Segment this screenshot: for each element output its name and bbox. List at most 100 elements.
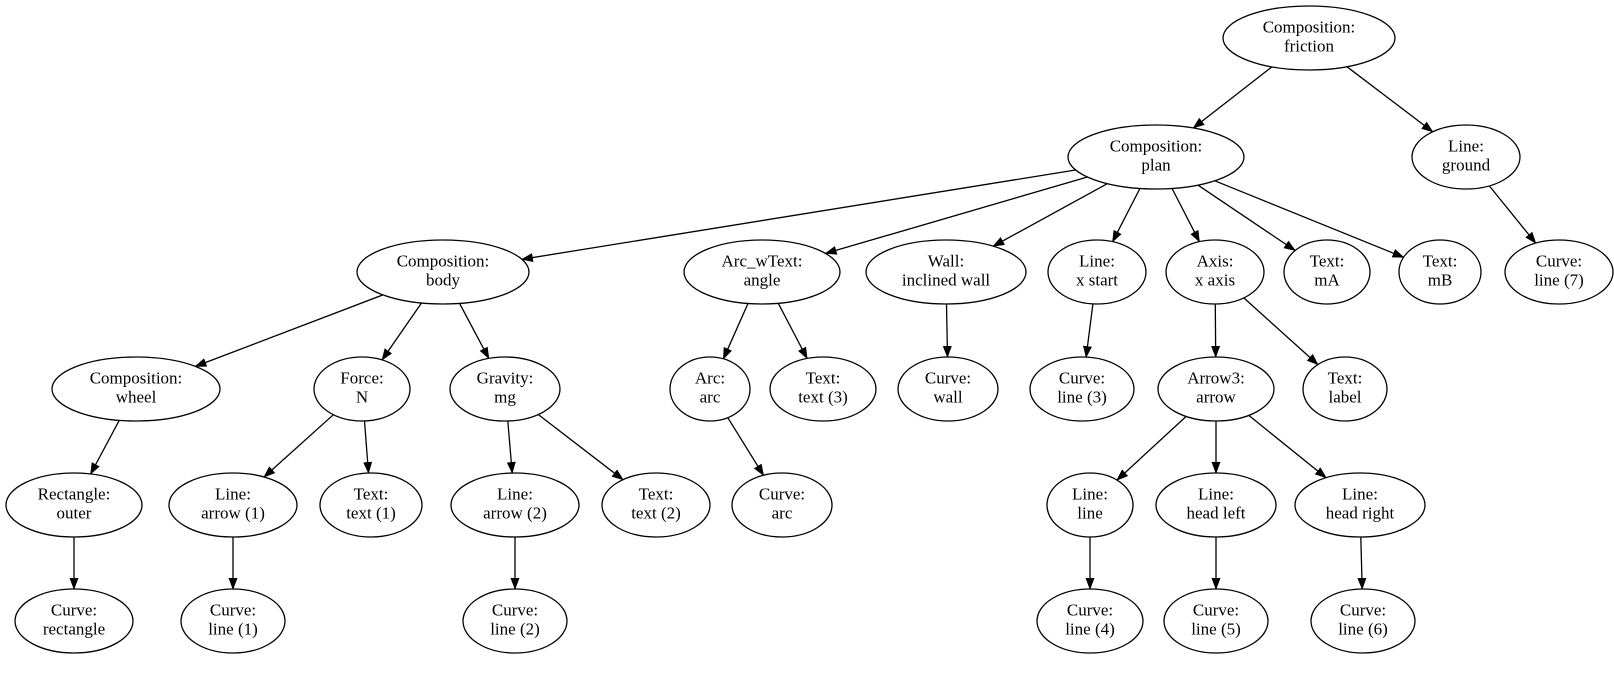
node-curve-rectangle: Curve:rectangle — [14, 588, 134, 654]
node-composition-plan: Composition:plan — [1067, 124, 1245, 190]
node-label: Curve:line (5) — [1191, 601, 1241, 639]
node-arc-arc: Arc:arc — [669, 356, 751, 422]
node-axis-x-axis: Axis:x axis — [1165, 239, 1265, 305]
node-curve-line-3: Curve:line (3) — [1029, 356, 1135, 422]
node-ellipse — [1165, 239, 1265, 305]
node-line-head-right: Line:head right — [1294, 472, 1426, 538]
node-text-text-1: Text:text (1) — [319, 472, 423, 538]
edge-composition-friction-to-composition-plan — [1192, 66, 1273, 129]
edge-composition-body-to-force-n — [381, 302, 423, 361]
node-curve-line-7: Curve:line (7) — [1504, 239, 1614, 305]
node-rectangle-outer: Rectangle:outer — [5, 472, 143, 538]
node-ellipse — [769, 356, 877, 422]
node-label: Wall:inclined wall — [902, 252, 991, 290]
node-label: Rectangle:outer — [38, 485, 111, 523]
node-curve-line-2: Curve:line (2) — [462, 588, 568, 654]
node-ellipse — [5, 472, 143, 538]
node-line-arrow-1: Line:arrow (1) — [168, 472, 298, 538]
node-label: Force:N — [340, 369, 383, 407]
edge-composition-plan-to-wall-inclined-wall — [992, 183, 1108, 247]
node-curve-line-4: Curve:line (4) — [1036, 588, 1144, 654]
node-label: Composition:wheel — [90, 369, 183, 407]
node-label: Gravity:mg — [477, 369, 534, 407]
node-label: Line:line — [1072, 485, 1108, 523]
node-composition-friction: Composition:friction — [1222, 5, 1396, 71]
node-ellipse — [1067, 124, 1245, 190]
node-ellipse — [897, 356, 999, 422]
node-curve-wall: Curve:wall — [897, 356, 999, 422]
edge-arc-wtext-angle-to-text-text-3 — [777, 302, 808, 360]
node-ellipse — [168, 472, 298, 538]
node-label: Arc:arc — [695, 369, 725, 407]
node-label: Curve:line (4) — [1065, 601, 1115, 639]
edge-composition-plan-to-arc-wtext-angle — [824, 176, 1088, 255]
node-label: Arrow3:arrow — [1187, 369, 1245, 407]
node-ellipse — [731, 472, 833, 538]
node-ellipse — [1155, 472, 1277, 538]
node-ellipse — [1398, 239, 1482, 305]
node-label: Line:arrow (2) — [483, 485, 547, 523]
node-ellipse — [1294, 472, 1426, 538]
edge-arrow3-arrow-to-line-line — [1116, 415, 1187, 481]
edge-composition-plan-to-axis-x-axis — [1171, 188, 1200, 243]
node-ellipse — [450, 472, 580, 538]
node-curve-line-6: Curve:line (6) — [1310, 588, 1416, 654]
node-label: Line:head right — [1326, 485, 1395, 523]
node-label: Curve:line (2) — [490, 601, 540, 639]
node-label: Curve:arc — [759, 485, 805, 523]
node-ellipse — [669, 356, 751, 422]
node-label: Text:text (2) — [631, 485, 681, 523]
edge-composition-plan-to-text-ma — [1197, 184, 1296, 252]
node-label: Text:label — [1328, 369, 1363, 407]
node-line-x-start: Line:x start — [1047, 239, 1147, 305]
node-ellipse — [14, 588, 134, 654]
node-ellipse — [1029, 356, 1135, 422]
node-layer: Composition:frictionComposition:planLine… — [5, 5, 1614, 654]
node-ellipse — [1046, 472, 1134, 538]
node-ellipse — [1047, 239, 1147, 305]
node-label: Composition:friction — [1263, 18, 1356, 56]
node-label: Line:head left — [1187, 485, 1246, 523]
node-ellipse — [319, 472, 423, 538]
node-ellipse — [1302, 356, 1388, 422]
node-line-arrow-2: Line:arrow (2) — [450, 472, 580, 538]
edge-composition-plan-to-composition-body — [520, 169, 1076, 262]
edge-composition-body-to-gravity-mg — [459, 303, 490, 360]
node-label: Line:ground — [1442, 137, 1491, 175]
edge-composition-body-to-composition-wheel — [194, 294, 384, 368]
node-label: Curve:line (3) — [1057, 369, 1107, 407]
node-line-head-left: Line:head left — [1155, 472, 1277, 538]
edge-line-ground-to-curve-line-7 — [1488, 185, 1537, 244]
node-ellipse — [51, 356, 221, 422]
node-composition-wheel: Composition:wheel — [51, 356, 221, 422]
node-text-mb: Text:mB — [1398, 239, 1482, 305]
node-force-n: Force:N — [313, 356, 411, 422]
node-label: Text:text (1) — [346, 485, 396, 523]
node-label: Line:x start — [1076, 252, 1118, 290]
edge-layer — [69, 66, 1537, 590]
edge-gravity-mg-to-line-arrow-2 — [506, 420, 516, 474]
edge-composition-wheel-to-rectangle-outer — [90, 420, 120, 475]
node-label: Composition:plan — [1110, 137, 1203, 175]
node-curve-line-1: Curve:line (1) — [180, 588, 286, 654]
node-ellipse — [180, 588, 286, 654]
node-line-ground: Line:ground — [1411, 124, 1521, 190]
node-ellipse — [1283, 239, 1371, 305]
node-label: Curve:line (1) — [208, 601, 258, 639]
edge-composition-plan-to-text-mb — [1214, 180, 1405, 258]
edge-arc-wtext-angle-to-arc-arc — [722, 303, 749, 360]
node-ellipse — [601, 472, 711, 538]
node-text-label: Text:label — [1302, 356, 1388, 422]
node-label: Curve:rectangle — [43, 601, 105, 639]
edge-force-n-to-text-text-1 — [363, 420, 373, 474]
edge-axis-x-axis-to-text-label — [1243, 297, 1319, 366]
node-line-line: Line:line — [1046, 472, 1134, 538]
node-label: Curve:wall — [925, 369, 971, 407]
node-label: Curve:line (7) — [1534, 252, 1584, 290]
edge-arrow3-arrow-to-line-head-right — [1248, 414, 1327, 479]
node-label: Text:mB — [1423, 252, 1458, 290]
edge-line-x-start-to-curve-line-3 — [1083, 303, 1094, 359]
edge-gravity-mg-to-text-text-2 — [537, 413, 624, 481]
node-label: Line:arrow (1) — [201, 485, 265, 523]
